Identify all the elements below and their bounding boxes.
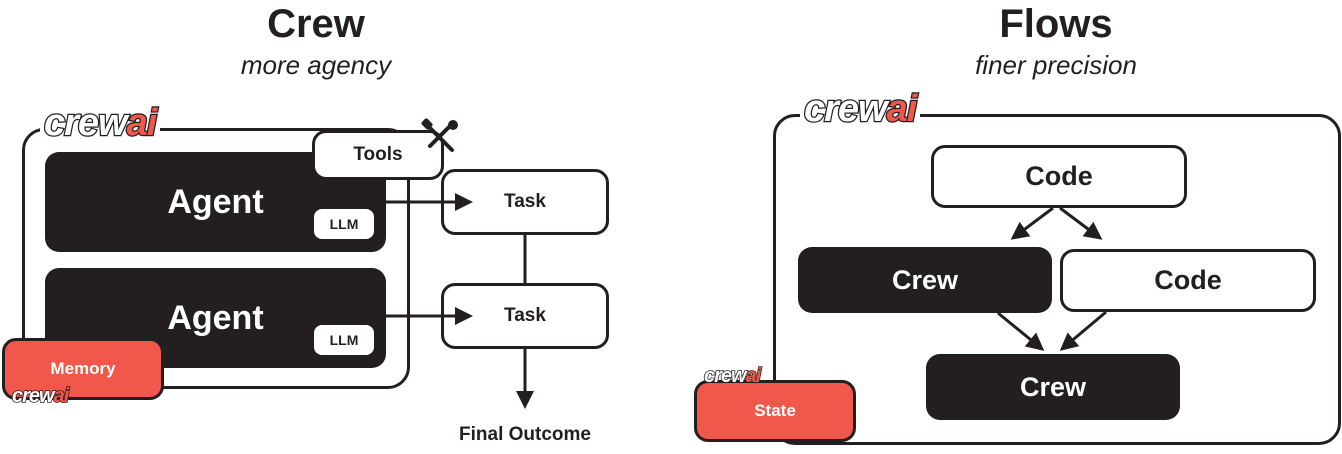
- memory-logo-crew: crew: [11, 385, 55, 407]
- crew-logo: crewai: [40, 102, 161, 144]
- flows-logo: crewai: [800, 88, 921, 130]
- crew-title: Crew: [267, 2, 365, 46]
- flows-subtitle: finer precision: [975, 50, 1137, 80]
- flow-code-middle[interactable]: Code: [1060, 249, 1316, 312]
- final-outcome-label: Final Outcome: [459, 424, 591, 445]
- agent-label-2: Agent: [167, 298, 264, 337]
- state-logo-crew: crew: [703, 365, 747, 387]
- code-to-code-arrow: [1059, 206, 1103, 240]
- tools-cross-icon: [421, 118, 458, 152]
- state-logo: crewai: [700, 365, 764, 387]
- flows-title: Flows: [999, 2, 1113, 46]
- flows-logo-crew: crew: [803, 88, 889, 130]
- crew-to-crew-arrow: [997, 311, 1045, 351]
- memory-logo-ai: ai: [53, 385, 70, 407]
- agent-label-1: Agent: [167, 182, 264, 221]
- crew-logo-ai: ai: [125, 102, 158, 144]
- agent-2-llm-badge: LLM: [314, 325, 374, 355]
- memory-box[interactable]: Memory: [2, 338, 164, 400]
- code-to-crew-bottom-arrow: [1059, 310, 1107, 351]
- state-box[interactable]: State: [694, 380, 856, 442]
- code-to-crew-arrow: [1010, 206, 1054, 240]
- state-logo-ai: ai: [745, 365, 762, 387]
- memory-logo: crewai: [8, 385, 72, 407]
- memory-label: Memory: [50, 359, 116, 378]
- flow-crew-bottom[interactable]: Crew: [926, 354, 1180, 420]
- crew-logo-crew: crew: [43, 102, 129, 144]
- tools-box[interactable]: Tools: [312, 130, 444, 180]
- flow-crew-middle[interactable]: Crew: [798, 247, 1052, 313]
- flows-logo-ai: ai: [885, 88, 918, 130]
- crew-subtitle: more agency: [240, 50, 392, 80]
- state-label: State: [754, 401, 796, 420]
- flow-code-top[interactable]: Code: [931, 145, 1187, 208]
- agent-1-llm-badge: LLM: [314, 209, 374, 239]
